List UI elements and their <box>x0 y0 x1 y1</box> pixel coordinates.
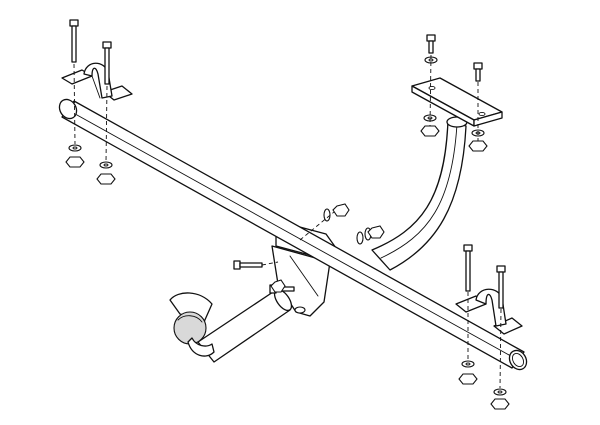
bolt <box>463 244 473 292</box>
bolt <box>473 62 483 82</box>
curved-side-arm <box>371 116 468 271</box>
bolt <box>102 41 112 85</box>
bolts <box>69 19 506 309</box>
nuts <box>65 125 510 410</box>
washers <box>68 56 507 396</box>
bolt <box>496 265 506 309</box>
left-mounting-bracket <box>61 62 133 101</box>
assembly-lines <box>73 54 502 389</box>
bolt <box>233 260 263 270</box>
main-crossbar <box>58 98 528 371</box>
bolt <box>69 19 79 63</box>
tow-ball <box>169 288 293 363</box>
bolt <box>426 34 436 54</box>
right-top-mounting-plate <box>411 77 503 127</box>
